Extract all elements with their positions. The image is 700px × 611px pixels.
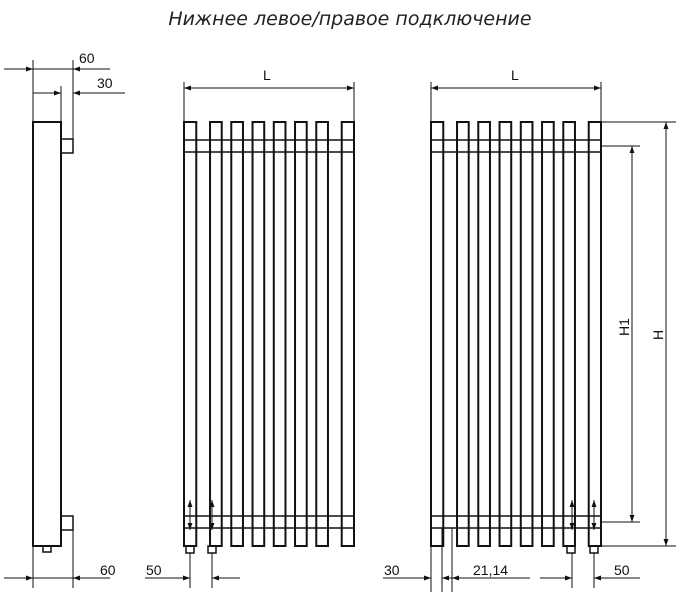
side-view-bottom-bracket [60,515,74,531]
side-view [32,121,74,553]
front-view-right-section-tube [587,121,603,547]
front-view-right-dim-30: 30 [384,562,400,578]
side-view-dim-60-bottom: 60 [100,562,116,578]
front-view-left-sections [183,121,355,547]
front-view-left-section-tube [251,121,266,547]
front-view-right [430,121,603,554]
front-view-left-width-label: L [263,67,271,83]
side-view-dimensions [4,60,125,588]
front-view-right-sections [430,121,603,547]
front-view-right-dim-21-14: 21,14 [473,562,508,578]
front-view-left-dimensions [145,82,355,588]
front-view-right-dim-50: 50 [614,562,630,578]
front-view-left [183,121,355,554]
front-view-left-section-tube [272,121,287,547]
front-view-right-section-tube [477,121,491,547]
side-view-dim-60-top: 60 [79,50,95,66]
side-view-top-bracket [60,138,74,154]
front-view-left-section-tube [294,121,308,547]
side-view-bottom-connector [42,545,52,553]
front-view-left-connector-2 [207,545,217,554]
front-view-left-connector-1 [185,545,195,554]
front-view-right-height1-label: H1 [616,318,632,336]
front-view-left-section-tube [209,121,223,547]
front-view-right-section-tube [498,121,513,547]
front-view-right-width-label: L [511,67,519,83]
front-view-right-section-tube [541,121,555,547]
front-view-right-dimensions [383,82,676,592]
side-view-dim-30: 30 [97,75,113,91]
front-view-left-section-tube [315,121,329,547]
diagram-title: Нижнее левое/правое подключение [168,8,532,30]
front-view-left-section-tube [340,121,355,547]
front-view-right-section-tube [519,121,534,547]
front-view-right-section-tube [456,121,470,547]
front-view-left-section-tube [230,121,244,547]
side-view-body [32,121,62,547]
front-view-right-connector-2 [589,545,599,554]
front-view-left-section-tube [183,121,198,547]
front-view-right-connector-1 [566,545,576,554]
front-view-right-height-label: H [650,330,666,340]
front-view-left-dim-50: 50 [146,562,162,578]
front-view-right-section-tube [430,121,445,547]
front-view-right-section-tube [562,121,576,547]
